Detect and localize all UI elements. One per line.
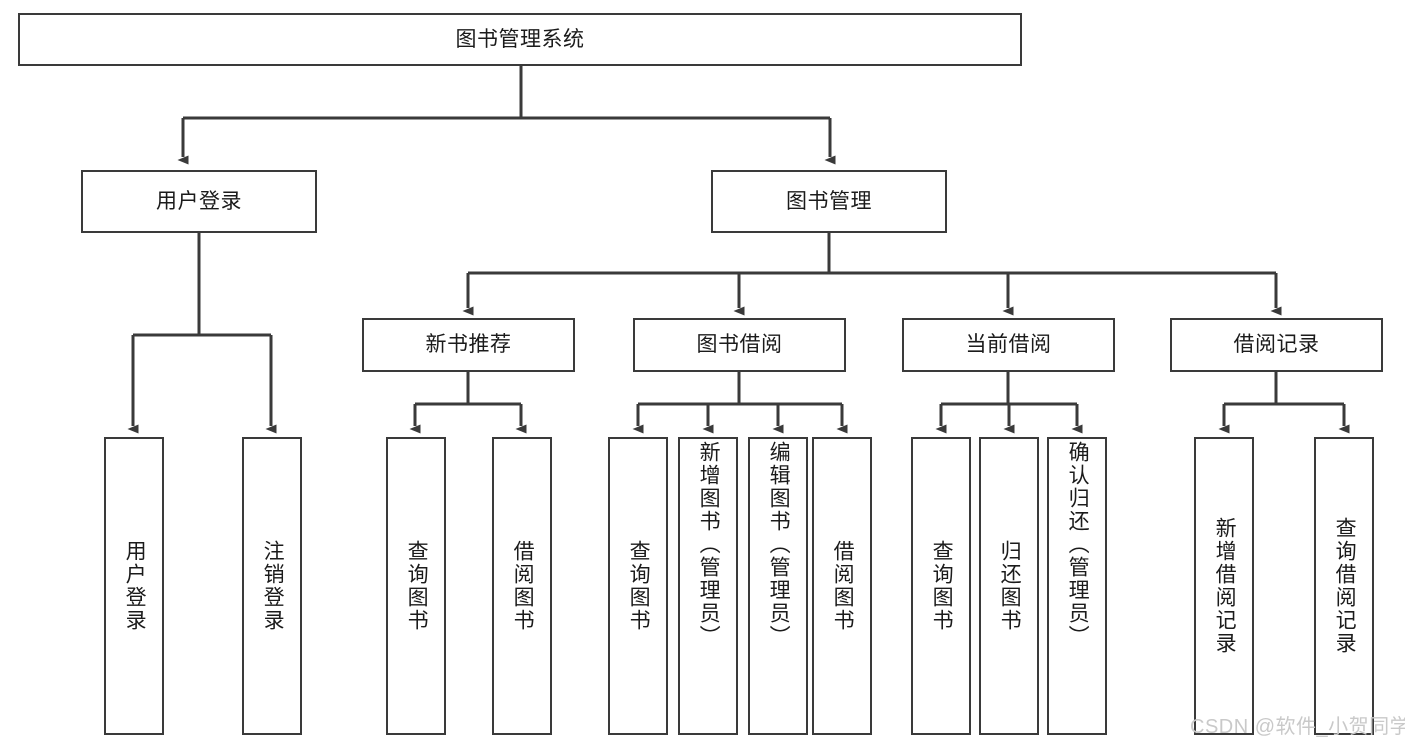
leaf-current-borrow-query[interactable]: 查询图书: [911, 437, 971, 735]
leaf-book-borrow-add[interactable]: 新增图书（管理员）: [678, 437, 738, 735]
node-root-system[interactable]: 图书管理系统: [18, 13, 1022, 66]
node-current-borrow-label: 当前借阅: [965, 333, 1052, 357]
leaf-user-login-login[interactable]: 用户登录: [104, 437, 164, 735]
node-root-system-label: 图书管理系统: [455, 27, 585, 51]
node-user-login-label: 用户登录: [156, 189, 242, 213]
leaf-book-borrow-query-label: 查询图书: [627, 540, 651, 632]
leaf-book-borrow-add-label: 新增图书（管理员）: [697, 441, 721, 648]
leaf-new-book-query-label: 查询图书: [405, 540, 429, 632]
leaf-current-borrow-confirm[interactable]: 确认归还（管理员）: [1047, 437, 1107, 735]
leaf-borrow-record-query[interactable]: 查询借阅记录: [1314, 437, 1374, 735]
node-current-borrow[interactable]: 当前借阅: [902, 318, 1115, 372]
leaf-current-borrow-confirm-label: 确认归还（管理员）: [1066, 441, 1090, 648]
node-book-manage-label: 图书管理: [786, 189, 872, 213]
leaf-user-login-logout-label: 注销登录: [261, 540, 285, 632]
leaf-user-login-login-label: 用户登录: [123, 540, 147, 632]
node-borrow-record[interactable]: 借阅记录: [1170, 318, 1383, 372]
leaf-new-book-borrow-label: 借阅图书: [511, 540, 535, 632]
node-book-borrow[interactable]: 图书借阅: [633, 318, 846, 372]
csdn-watermark: CSDN @软件_小贺同学: [1190, 716, 1405, 738]
leaf-current-borrow-query-label: 查询图书: [930, 540, 954, 632]
leaf-book-borrow-edit[interactable]: 编辑图书（管理员）: [748, 437, 808, 735]
node-user-login[interactable]: 用户登录: [81, 170, 317, 233]
leaf-borrow-record-query-label: 查询借阅记录: [1333, 517, 1357, 655]
leaf-user-login-logout[interactable]: 注销登录: [242, 437, 302, 735]
leaf-book-borrow-edit-label: 编辑图书（管理员）: [767, 441, 791, 648]
leaf-borrow-record-add[interactable]: 新增借阅记录: [1194, 437, 1254, 735]
node-book-borrow-label: 图书借阅: [696, 333, 783, 357]
leaf-borrow-record-add-label: 新增借阅记录: [1213, 517, 1237, 655]
leaf-new-book-query[interactable]: 查询图书: [386, 437, 446, 735]
leaf-current-borrow-return[interactable]: 归还图书: [979, 437, 1039, 735]
node-book-manage[interactable]: 图书管理: [711, 170, 947, 233]
leaf-book-borrow-query[interactable]: 查询图书: [608, 437, 668, 735]
leaf-new-book-borrow[interactable]: 借阅图书: [492, 437, 552, 735]
leaf-current-borrow-return-label: 归还图书: [998, 540, 1022, 632]
leaf-book-borrow-borrow[interactable]: 借阅图书: [812, 437, 872, 735]
node-new-book-recommend[interactable]: 新书推荐: [362, 318, 575, 372]
leaf-book-borrow-borrow-label: 借阅图书: [831, 540, 855, 632]
node-new-book-recommend-label: 新书推荐: [425, 333, 512, 357]
node-borrow-record-label: 借阅记录: [1233, 333, 1320, 357]
